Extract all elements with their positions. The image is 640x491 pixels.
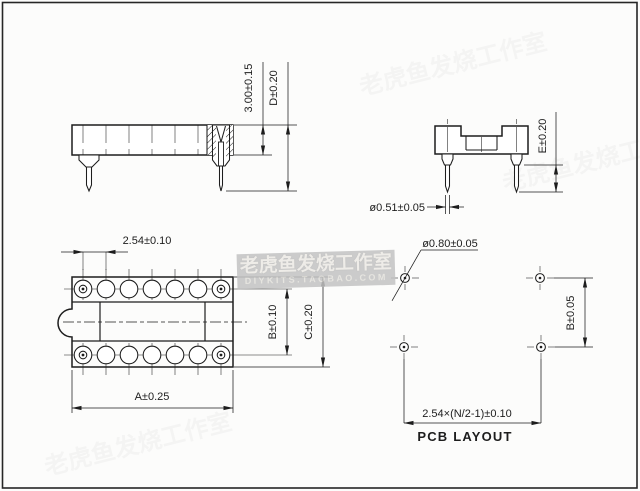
end-view: E±0.20 ø0.51±0.05 [369, 112, 563, 214]
dim-label-body-height: 3.00±0.15 [243, 64, 255, 113]
side-view: 3.00±0.15 D±0.20 [71, 62, 297, 193]
dim-body-width: C±0.20 [234, 276, 330, 368]
dim-label-overall-height: D±0.20 [268, 70, 280, 105]
dim-pin-diameter: ø0.51±0.05 [369, 195, 464, 214]
ghost-watermark: 老虎鱼发烧工作室 [42, 407, 235, 481]
right-pin [510, 153, 523, 194]
left-pin [78, 154, 100, 193]
centerlines [447, 119, 517, 152]
contact-holes-row1 [73, 279, 231, 299]
contact-holes-row2 [73, 345, 231, 365]
left-pin [441, 153, 454, 194]
dim-label-pin-diameter: ø0.51±0.05 [369, 202, 425, 214]
dim-overall-width: A±0.25 [71, 370, 234, 413]
dim-label-row-spacing: B±0.10 [267, 305, 279, 340]
dim-pcb-row-spacing: B±0.05 [554, 277, 593, 348]
dim-label-pcb-row-spacing: B±0.05 [565, 296, 577, 331]
contact-pin [218, 165, 224, 192]
dim-label-pcb-span: 2.54×(N/2-1)±0.10 [422, 408, 512, 420]
pcb-layout: ø0.80±0.05 B±0.05 2.54×(N/2-1)±0.10 PCB … [390, 238, 593, 444]
dim-label-hole-diameter: ø0.80±0.05 [422, 238, 478, 250]
dim-hole-diameter: ø0.80±0.05 [391, 238, 478, 301]
socket-body-top [57, 276, 234, 368]
dim-pitch: 2.54±0.10 [61, 235, 171, 270]
pad-top-right [526, 266, 554, 290]
inner-edges [72, 301, 233, 342]
dim-label-pitch: 2.54±0.10 [123, 235, 172, 247]
socket-body-side [71, 124, 234, 156]
dim-label-overall-width: A±0.25 [135, 391, 170, 403]
dim-body-height: 3.00±0.15 [234, 62, 297, 156]
dim-pin-length: E±0.20 [519, 112, 563, 193]
pad-bottom-right [527, 335, 555, 359]
dim-pcb-span: 2.54×(N/2-1)±0.10 [403, 359, 542, 426]
sectioned-contact [206, 124, 233, 192]
ghost-watermark: 老虎鱼发烧工作室 [357, 27, 550, 101]
pcb-layout-caption: PCB LAYOUT [417, 429, 512, 444]
dim-row-spacing: B±0.10 [267, 288, 290, 356]
dim-label-body-width: C±0.20 [303, 304, 315, 339]
top-view: 2.54±0.10 A±0.25 B±0.10 C±0.20 [57, 235, 330, 413]
pad-bottom-left [390, 335, 418, 359]
dim-label-pin-length: E±0.20 [537, 119, 549, 154]
contact-ticks [82, 125, 199, 155]
dim-overall-height: D±0.20 [226, 62, 297, 192]
